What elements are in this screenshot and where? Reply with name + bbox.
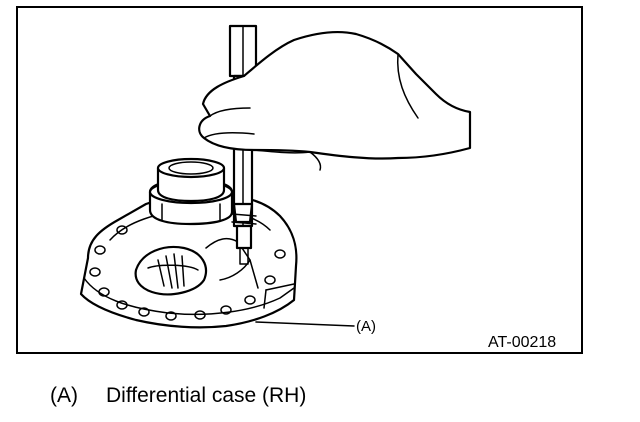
legend: (A) Differential case (RH) — [50, 384, 306, 408]
hand — [198, 30, 472, 171]
internal-gears — [147, 253, 199, 289]
figure-id: AT-00218 — [488, 334, 556, 351]
legend-code: (A) — [50, 384, 78, 407]
bolt-holes — [89, 225, 286, 321]
callout-leader — [255, 321, 355, 327]
callout-label-a: (A) — [356, 318, 376, 335]
legend-text: Differential case (RH) — [106, 384, 307, 407]
differential-case-illustration: (A) AT-00218 — [79, 24, 556, 351]
case-neck — [148, 157, 234, 226]
figure-frame: (A) AT-00218 — [16, 6, 583, 354]
